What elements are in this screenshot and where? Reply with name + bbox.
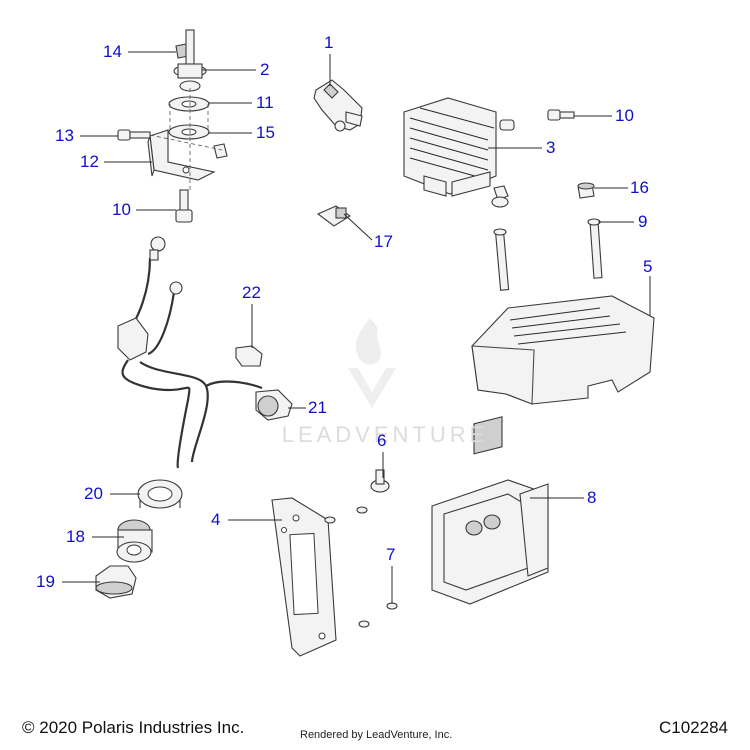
callout-21: 21 (308, 398, 327, 417)
callout-22: 22 (242, 283, 261, 302)
ring-nut-part-20 (137, 479, 183, 509)
sensor-bracket-assembly (117, 29, 228, 223)
callout-7: 7 (386, 545, 396, 564)
callout-2: 2 (260, 60, 270, 79)
callout-16: 16 (630, 178, 649, 197)
grommet-part-16 (577, 182, 595, 199)
mount-plate-part-4 (271, 497, 337, 657)
callout-1: 1 (324, 33, 334, 52)
cap-part-19 (95, 565, 137, 599)
callout-20: 20 (84, 484, 103, 503)
rendered-by-text: Rendered by LeadVenture, Inc. (300, 729, 453, 741)
callout-14: 14 (103, 42, 122, 61)
callout-11: 11 (256, 93, 274, 112)
diagram-code: C102284 (659, 718, 729, 737)
sensor-connector-part-1 (313, 79, 363, 132)
callout-15: 15 (256, 123, 275, 142)
watermark-logo (348, 318, 396, 408)
callout-5: 5 (643, 257, 653, 276)
callout-10-left: 10 (112, 200, 131, 219)
callout-3: 3 (546, 138, 556, 157)
callout-8: 8 (587, 488, 597, 507)
callout-19: 19 (36, 572, 55, 591)
callout-18: 18 (66, 527, 85, 546)
callout-13: 13 (55, 126, 74, 145)
callout-10-right: 10 (615, 106, 634, 125)
screws-parts-6-7 (324, 469, 398, 628)
switch-part-17 (316, 205, 351, 227)
long-bolts-part-9 (493, 218, 603, 291)
wiring-harness (117, 236, 293, 469)
callout-12: 12 (80, 152, 99, 171)
callout-6: 6 (377, 431, 387, 450)
voltage-regulator-part-3 (403, 97, 515, 208)
callout-17: 17 (374, 232, 393, 251)
watermark-text: LEADVENTURE (281, 422, 489, 447)
cover-part-5 (471, 295, 655, 405)
leader-lines (62, 51, 651, 604)
callout-9: 9 (638, 212, 648, 231)
callout-4: 4 (211, 510, 221, 529)
bolt-part-10-right (547, 109, 575, 121)
socket-part-18 (116, 519, 153, 563)
copyright-text: © 2020 Polaris Industries Inc. (22, 718, 245, 737)
ecu-module-part-8 (431, 416, 549, 605)
